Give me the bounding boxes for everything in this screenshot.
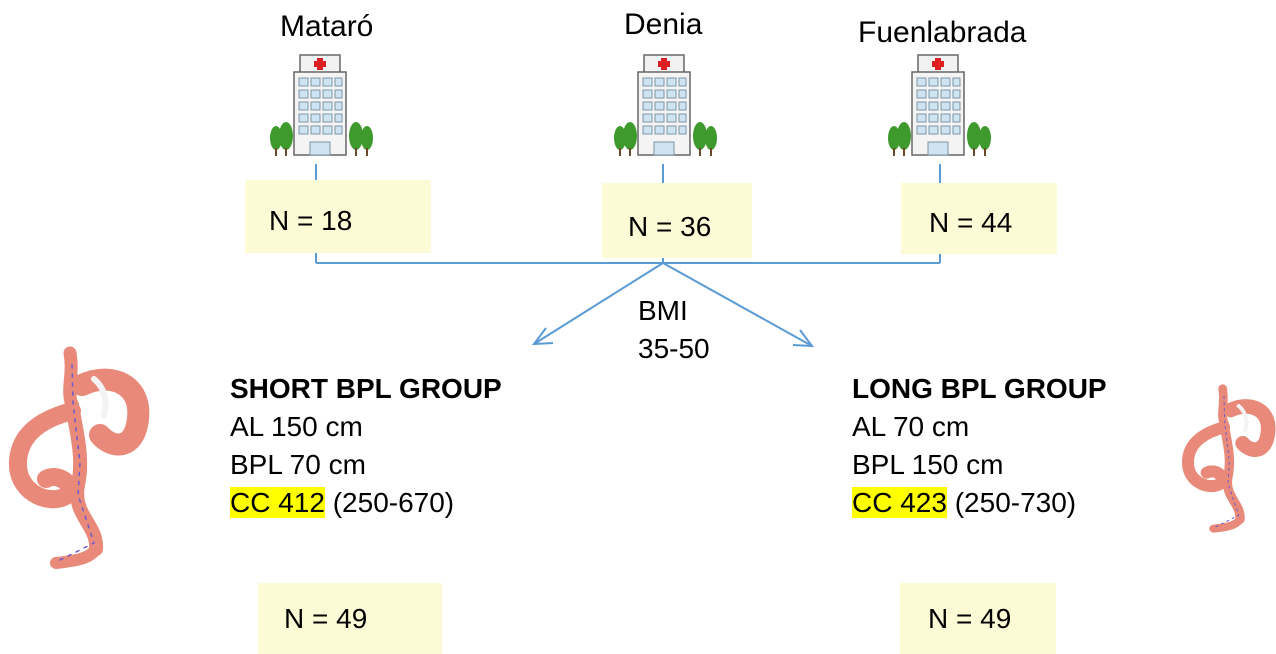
long-bpl-group: LONG BPL GROUP AL 70 cm BPL 150 cm CC 42… — [852, 370, 1107, 522]
gastric-bypass-illustration-right — [1182, 384, 1276, 533]
short-bpl-group: SHORT BPL GROUP AL 150 cm BPL 70 cm CC 4… — [230, 370, 502, 522]
bmi-criteria: BMI 35-50 — [638, 292, 710, 368]
n-box-long-bpl: N = 49 — [900, 583, 1056, 654]
cc-highlight: CC 412 — [230, 487, 325, 518]
group-cc: CC 423 (250-730) — [852, 484, 1107, 522]
n-box-fuenlabrada: N = 44 — [901, 183, 1057, 254]
group-al: AL 70 cm — [852, 411, 970, 442]
group-title: SHORT BPL GROUP — [230, 373, 502, 404]
group-title: LONG BPL GROUP — [852, 373, 1107, 404]
bmi-label: BMI — [638, 295, 688, 326]
group-bpl: BPL 70 cm — [230, 449, 366, 480]
n-box-mataro: N = 18 — [245, 180, 431, 253]
hospital-name-mataro: Mataró — [280, 10, 374, 43]
group-bpl: BPL 150 cm — [852, 449, 1004, 480]
hospital-building-icon — [888, 54, 991, 156]
cc-range: (250-730) — [954, 487, 1077, 518]
group-cc: CC 412 (250-670) — [230, 484, 502, 522]
n-label-short-bpl: N = 49 — [284, 603, 368, 634]
bmi-range: 35-50 — [638, 333, 710, 364]
group-al: AL 150 cm — [230, 411, 363, 442]
n-box-denia: N = 36 — [602, 183, 752, 258]
n-label-mataro: N = 18 — [269, 205, 353, 236]
n-label-long-bpl: N = 49 — [928, 603, 1012, 634]
cc-range: (250-670) — [332, 487, 455, 518]
n-label-denia: N = 36 — [628, 211, 712, 242]
cc-highlight: CC 423 — [852, 487, 947, 518]
hospital-building-icon — [270, 54, 373, 156]
hospital-name-denia: Denia — [624, 8, 703, 41]
hospital-name-fuenlabrada: Fuenlabrada — [858, 16, 1027, 49]
gastric-bypass-illustration-left — [9, 346, 150, 569]
hospital-building-icon — [614, 54, 717, 156]
n-label-fuenlabrada: N = 44 — [929, 207, 1013, 238]
n-box-short-bpl: N = 49 — [258, 583, 442, 654]
